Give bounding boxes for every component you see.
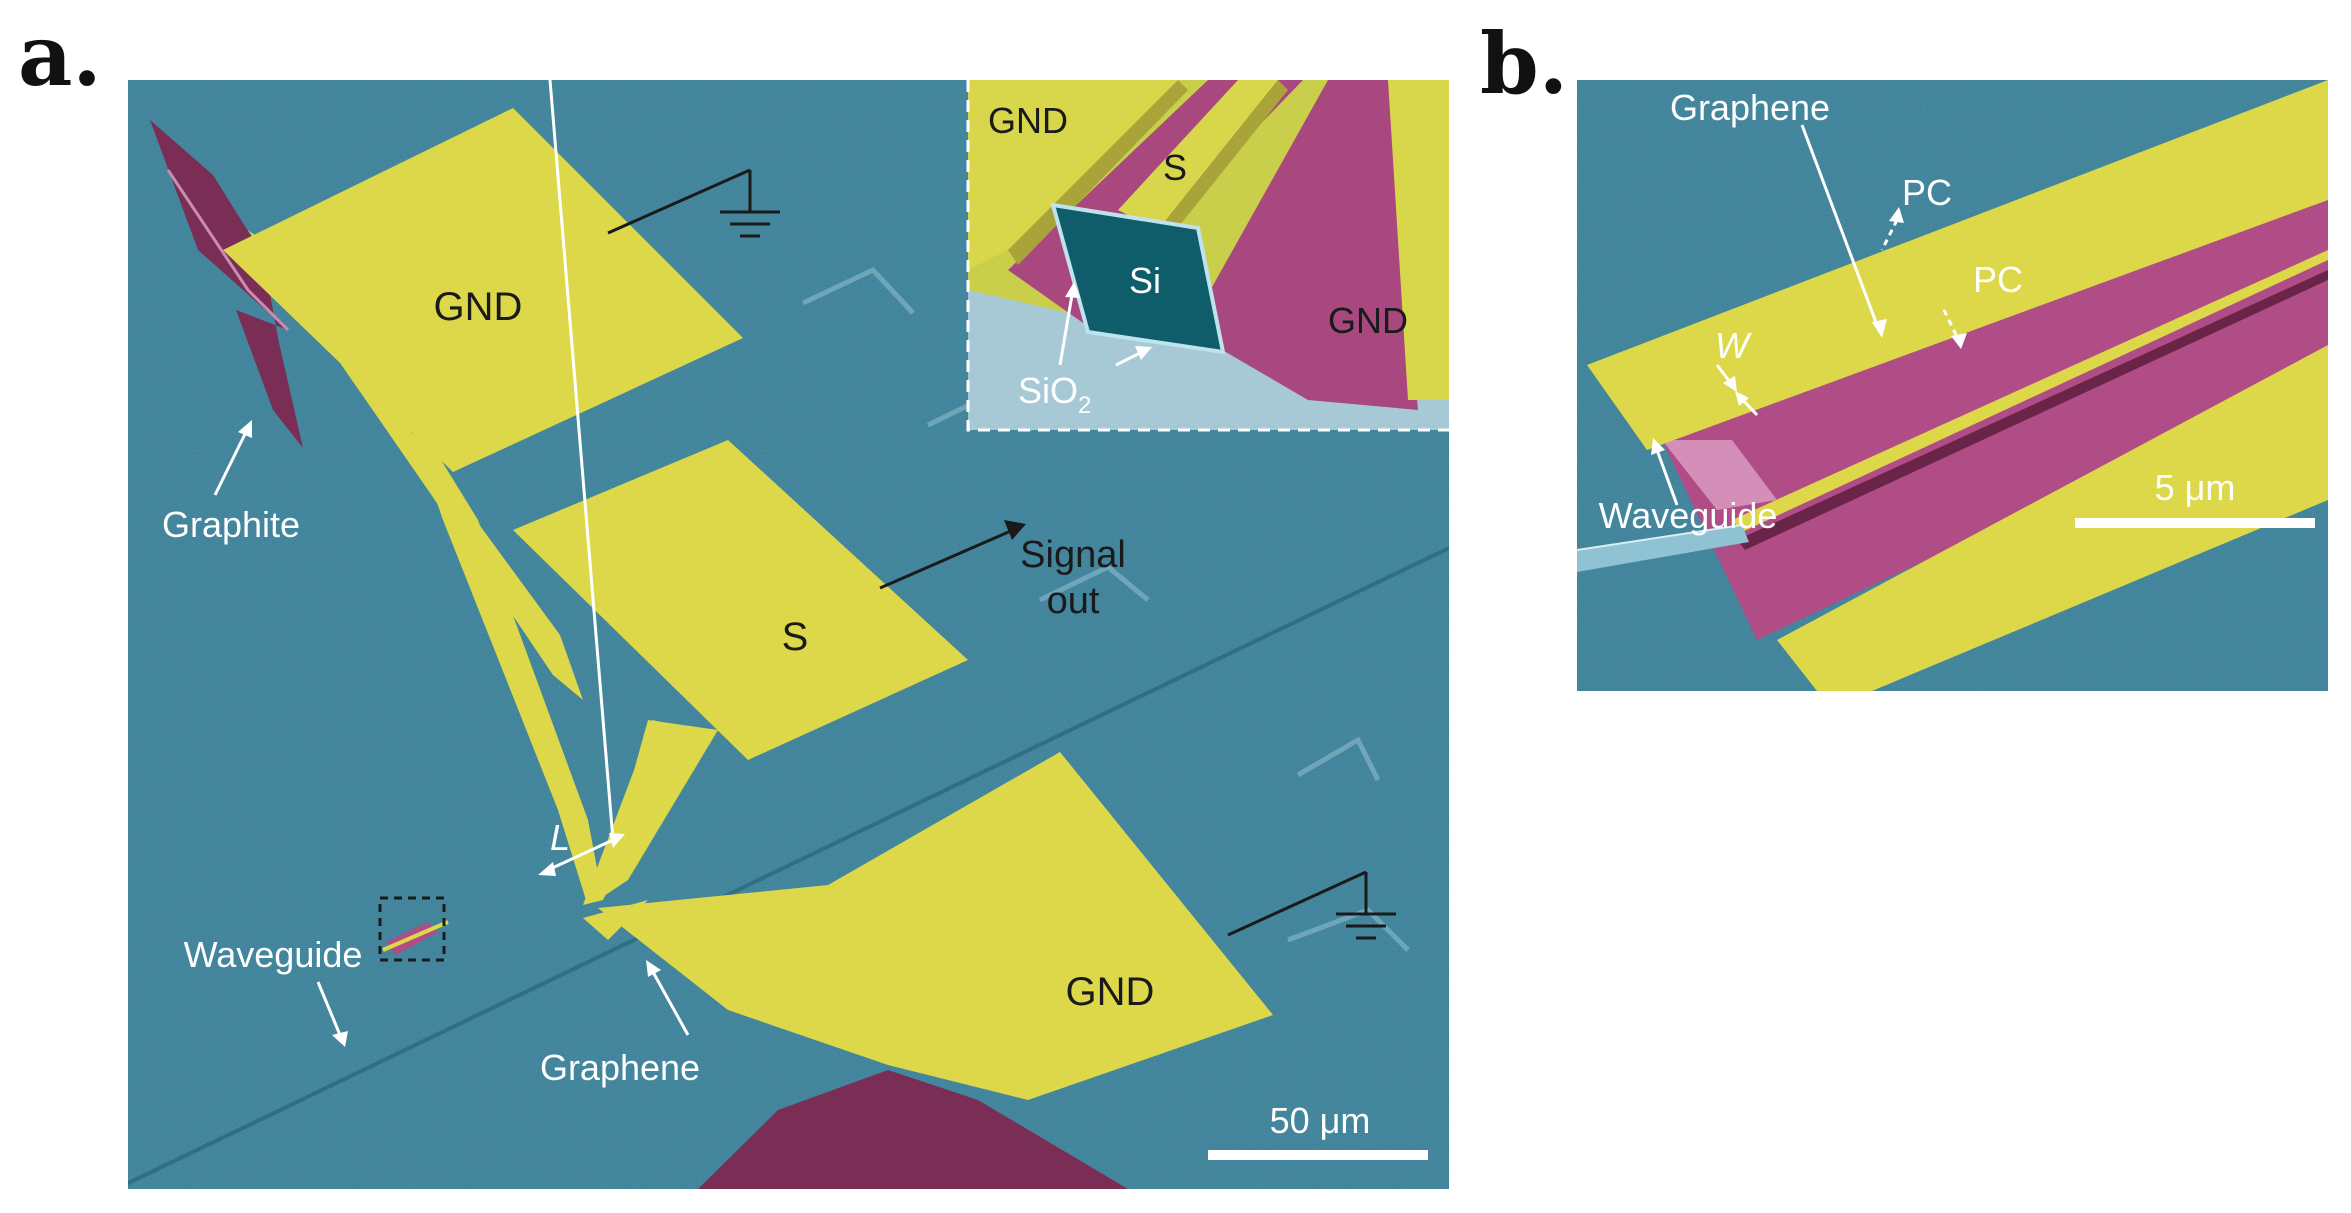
panel-b-letter: b. <box>1480 14 1568 113</box>
cross-section-inset <box>968 80 1449 430</box>
scale-label-b: 5 μm <box>2155 467 2236 508</box>
label-waveguide: Waveguide <box>184 934 363 975</box>
label-graphene: Graphene <box>540 1047 700 1088</box>
gnd-pad-bottom <box>583 752 1273 1100</box>
graphite-flake-bottom <box>698 1070 1128 1189</box>
label-gnd-top: GND <box>434 285 523 329</box>
inset-label-si: Si <box>1129 260 1161 301</box>
panel-a-letter: a. <box>18 6 102 105</box>
scale-label-a: 50 μm <box>1270 1100 1371 1141</box>
waveguide-ridge <box>1737 270 2328 550</box>
inset-label-gnd-right: GND <box>1328 300 1408 341</box>
graphite-flake <box>150 120 303 448</box>
annotation-arrows <box>213 80 690 1047</box>
waveguide-line <box>128 546 1449 1186</box>
signal-trace <box>583 720 688 905</box>
graphene-device <box>382 920 449 955</box>
pc-arrows <box>1880 207 1967 349</box>
label-graphite: Graphite <box>162 504 300 545</box>
label-signal-out-2: out <box>1047 580 1100 622</box>
electrode-bottom <box>1777 345 2328 691</box>
device-zoom-box <box>378 896 446 962</box>
label-pc-top: PC <box>1902 172 1952 213</box>
panel-b-micrograph: 5 μm Graphene PC PC W Waveguide <box>1577 80 2328 691</box>
annotation-arrows-b <box>1651 124 1887 506</box>
inset-arrows <box>1058 282 1152 367</box>
label-waveguide-b: Waveguide <box>1599 495 1778 536</box>
electrode-top <box>1587 80 2328 450</box>
ground-symbol-bottom <box>1227 870 1396 940</box>
gnd-trace-top <box>398 390 603 900</box>
label-width: W <box>1715 325 1752 366</box>
waveguide-b <box>1577 525 1749 572</box>
label-signal-out-1: Signal <box>1020 534 1126 576</box>
panel-a-micrograph: 50 μm GND S GND Graphite Signal out L Wa… <box>128 80 1449 1189</box>
scale-bar-b <box>2075 518 2315 528</box>
label-length: L <box>550 817 570 858</box>
label-pc-bottom: PC <box>1973 259 2023 300</box>
label-gnd-bottom: GND <box>1066 970 1155 1014</box>
label-graphene-b: Graphene <box>1670 87 1830 128</box>
scale-bar-a <box>1208 1150 1428 1160</box>
signal-strip <box>1732 250 2328 532</box>
graphene-edge <box>1662 440 1777 510</box>
inset-label-gnd-left: GND <box>988 100 1068 141</box>
signal-pad <box>513 440 968 900</box>
label-signal-pad: S <box>782 615 809 659</box>
inset-label-signal: S <box>1163 147 1187 188</box>
inset-border <box>966 80 1449 432</box>
inset-label-sio2: SiO2 <box>1018 370 1091 419</box>
ground-symbol-top <box>607 168 780 238</box>
signal-out-arrow <box>879 520 1026 590</box>
